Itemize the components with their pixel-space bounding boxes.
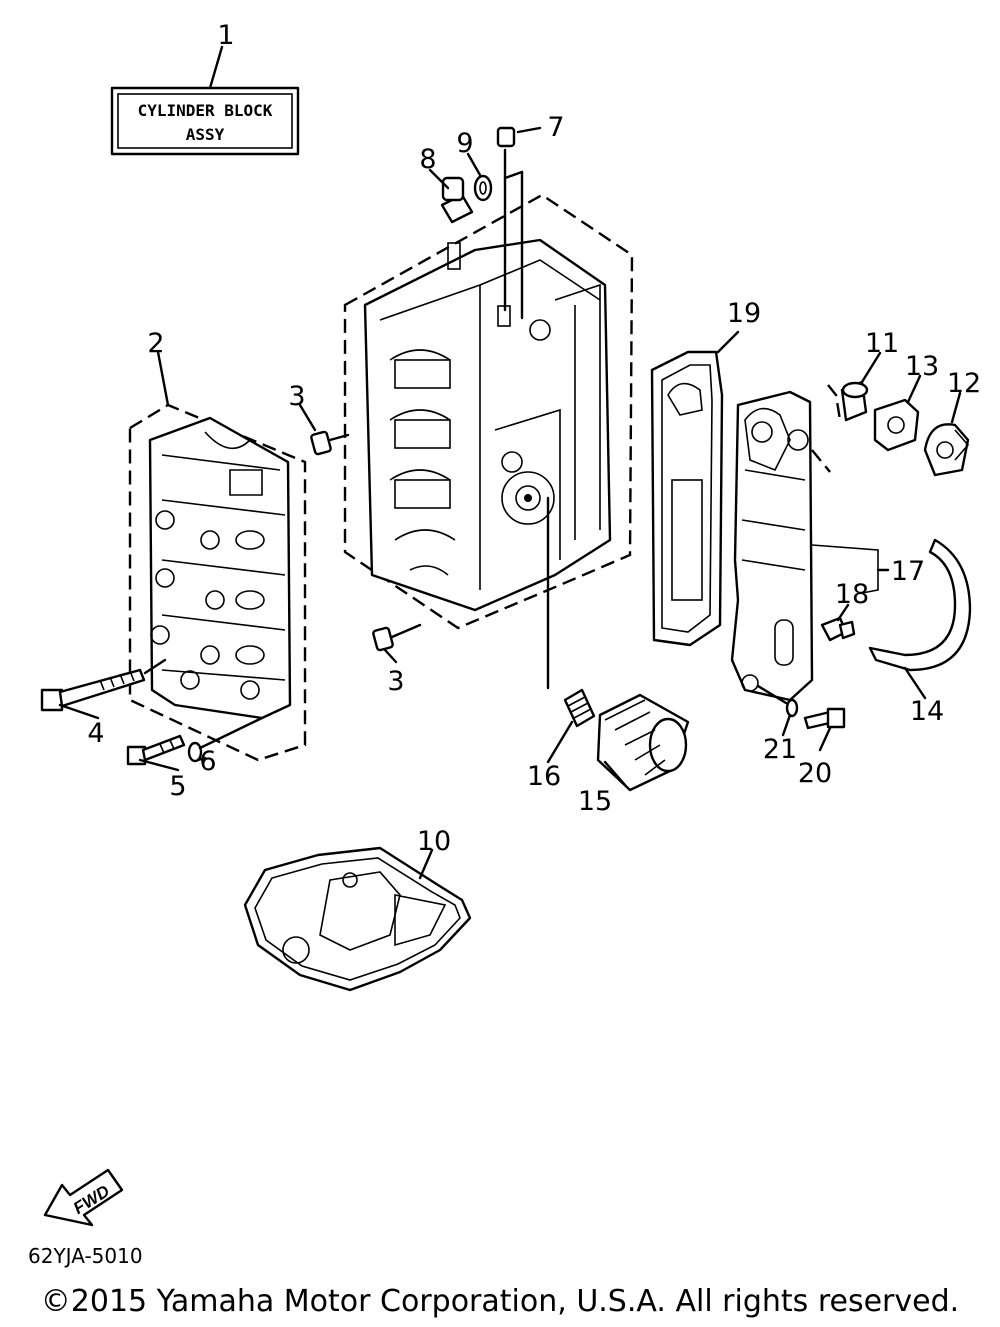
title-box: CYLINDER BLOCK ASSY xyxy=(110,45,300,156)
leader-lines xyxy=(58,126,962,787)
callout-16: 16 xyxy=(527,761,561,792)
oil-filter-part-15 xyxy=(596,693,690,792)
callout-numbers: 1 2 3 3 4 5 6 7 8 9 10 11 12 13 14 15 16… xyxy=(87,20,981,857)
hose-part-14 xyxy=(868,538,972,672)
callout-3-upper: 3 xyxy=(288,381,305,412)
thermostat-cover-part-12 xyxy=(923,423,970,477)
union-bolt-part-16 xyxy=(546,496,596,728)
callout-19: 19 xyxy=(727,298,761,329)
callout-5: 5 xyxy=(169,771,186,802)
washer-part-6 xyxy=(187,716,264,763)
callout-7: 7 xyxy=(547,112,564,143)
washer-part-9 xyxy=(473,174,493,202)
callout-10: 10 xyxy=(417,826,451,857)
callout-8: 8 xyxy=(419,144,436,175)
dowel-pins xyxy=(310,430,422,652)
bolt-part-5 xyxy=(126,734,186,766)
exhaust-cover-part-17 xyxy=(730,390,890,702)
plug-part-8 xyxy=(440,176,474,224)
fwd-arrow-icon: FWD xyxy=(43,1168,124,1227)
gasket-part-10 xyxy=(243,846,472,992)
title-line-2: ASSY xyxy=(186,125,225,144)
cylinder-block xyxy=(343,193,634,630)
callout-15: 15 xyxy=(578,786,612,817)
callout-14: 14 xyxy=(910,696,944,727)
washer-part-21 xyxy=(756,684,799,718)
crankshaft-bore xyxy=(501,319,555,525)
callout-9: 9 xyxy=(456,128,473,159)
callout-11: 11 xyxy=(865,328,899,359)
gasket-part-13 xyxy=(873,398,920,452)
callout-4: 4 xyxy=(87,718,104,749)
callout-13: 13 xyxy=(905,351,939,382)
title-line-1: CYLINDER BLOCK xyxy=(138,101,273,120)
callout-3-lower: 3 xyxy=(387,666,404,697)
callout-1: 1 xyxy=(217,20,234,51)
plug-part-7 xyxy=(496,126,524,320)
callout-2: 2 xyxy=(147,328,164,359)
gasket-part-19 xyxy=(650,330,740,647)
callout-12: 12 xyxy=(947,368,981,399)
callout-20: 20 xyxy=(798,758,832,789)
bolt-part-20 xyxy=(803,707,846,730)
callout-17: 17 xyxy=(891,556,925,587)
callout-6: 6 xyxy=(199,746,216,777)
thermostat-part-11 xyxy=(811,380,869,473)
sensor-part-18 xyxy=(820,616,856,642)
bolt-part-4 xyxy=(40,658,167,712)
callout-21: 21 xyxy=(763,734,797,765)
copyright-notice: ©2015 Yamaha Motor Corporation, U.S.A. A… xyxy=(40,1284,960,1319)
crankcase-part xyxy=(128,403,307,762)
diagram-code: 62YJA-5010 xyxy=(28,1244,143,1268)
callout-18: 18 xyxy=(835,579,869,610)
